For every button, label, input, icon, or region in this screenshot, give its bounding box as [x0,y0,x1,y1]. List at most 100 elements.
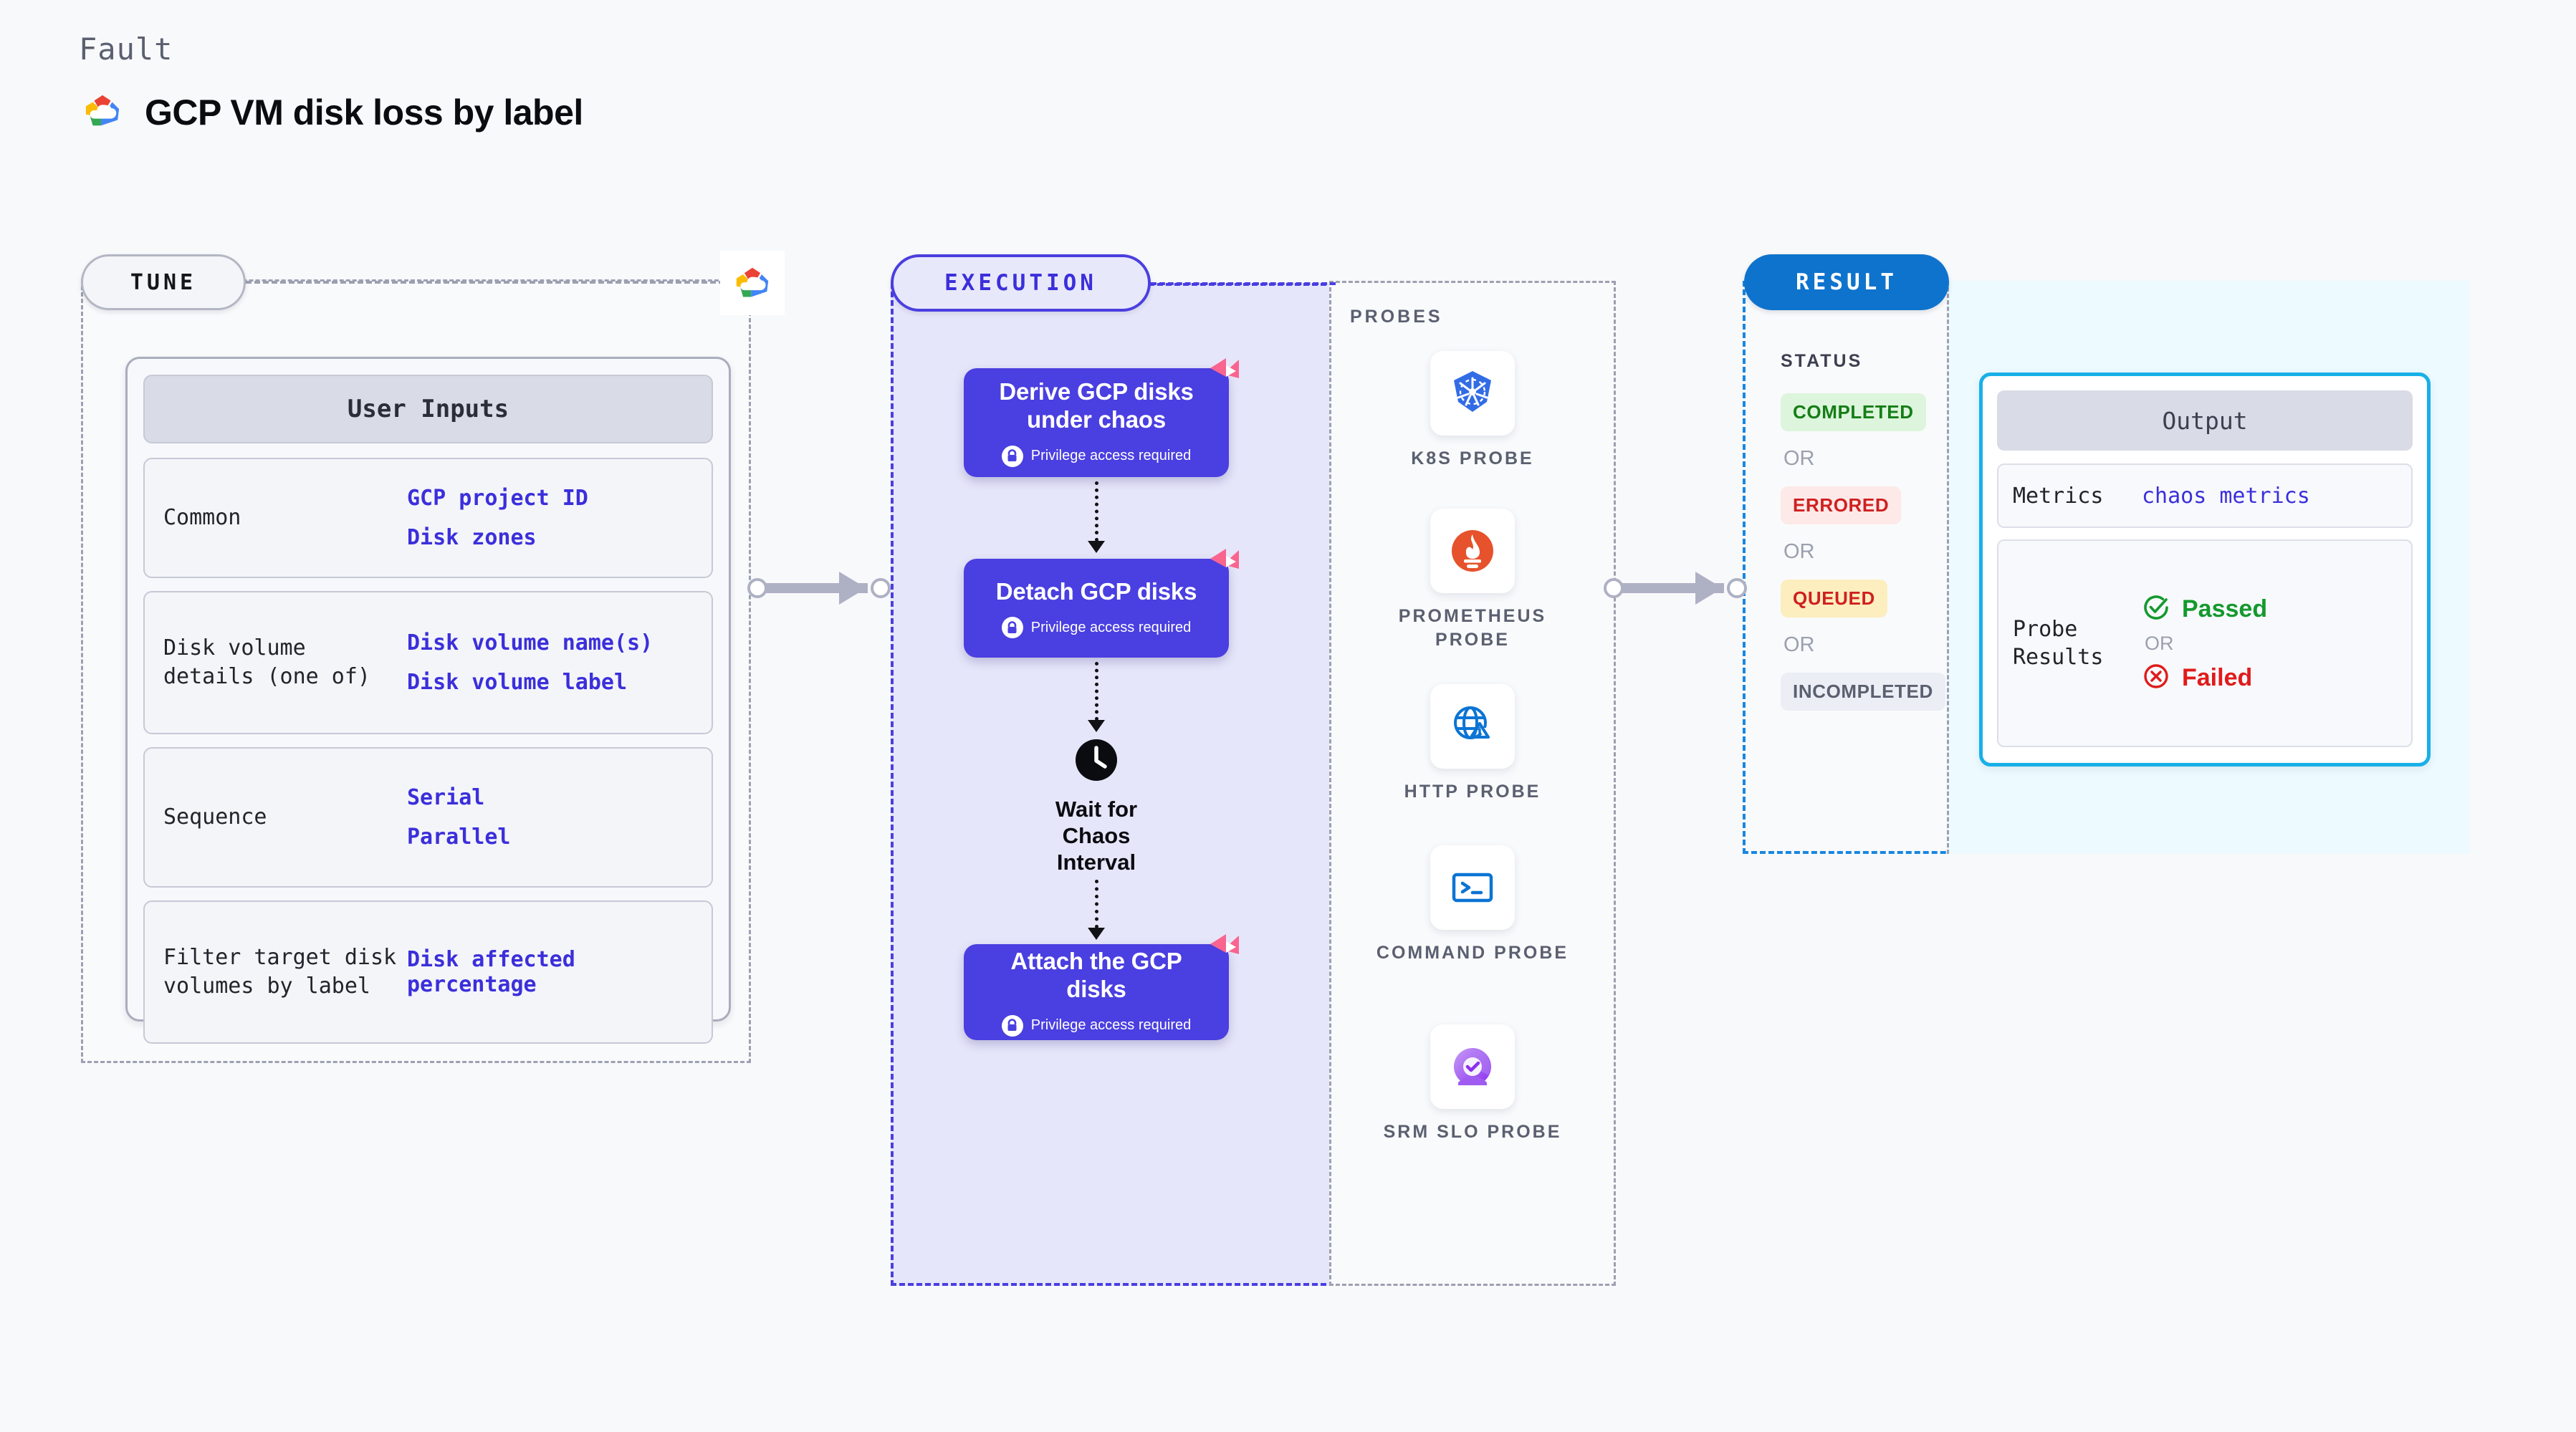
status-badge-queued[interactable]: QUEUED [1781,580,1931,618]
input-row-key: Common [163,505,241,531]
litmus-chaos-icon [1205,352,1245,396]
input-row-key: Filter target disk volumes by label [163,945,397,999]
prometheus-icon [1430,509,1515,593]
privilege-note-text: Privilege access required [1030,1017,1192,1034]
probe-label: SRM SLO PROBE [1383,1122,1562,1142]
output-metrics-value[interactable]: chaos metrics [2142,483,2310,509]
gcp-logo-icon [80,92,125,133]
status-or-separator: OR [1783,447,1815,470]
input-value[interactable]: Disk volume label [407,670,628,695]
probe-item-command[interactable]: COMMAND PROBE [1372,845,1573,965]
probe-item-http[interactable]: HTTP PROBE [1372,684,1573,804]
status-badge-completed[interactable]: COMPLETED [1781,393,1931,431]
probe-result-failed-label: Failed [2182,663,2253,691]
status-badge-label: COMPLETED [1781,393,1926,431]
input-value[interactable]: Disk affected percentage [407,947,575,997]
result-section-pill[interactable]: RESULT [1744,254,1949,310]
status-or-separator: OR [1783,633,1815,656]
kubernetes-icon [1430,351,1515,436]
page-eyebrow: Fault [79,32,173,67]
execution-wait-node[interactable]: Wait for Chaos Interval [1039,738,1154,876]
page-title: GCP VM disk loss by label [145,92,583,133]
probe-item-prometheus[interactable]: PROMETHEUS PROBE [1372,509,1573,651]
execution-section-pill[interactable]: EXECUTION [891,254,1151,312]
probe-label: PROMETHEUS PROBE [1398,606,1547,650]
status-badge-incompleted[interactable]: INCOMPLETED [1781,673,1945,711]
litmus-chaos-icon [1205,928,1245,972]
input-value[interactable]: Parallel [407,825,511,850]
page-title-row: GCP VM disk loss by label [80,92,583,133]
status-badge-label: ERRORED [1781,486,1902,524]
input-row-values: GCP project ID Disk zones [407,486,588,550]
probe-item-k8s[interactable]: K8S PROBE [1372,351,1573,471]
status-or-separator: OR [1783,540,1815,563]
output-row-metrics[interactable]: Metrics chaos metrics [1997,463,2413,528]
step-title: Attach the GCP disks [1010,948,1182,1002]
input-value[interactable]: Disk volume name(s) [407,630,653,655]
probe-label: COMMAND PROBE [1376,943,1569,963]
wait-node-label: Wait for Chaos Interval [1055,797,1138,875]
connector-tune-to-execution [747,572,891,605]
clock-icon [1074,738,1119,786]
lock-icon [1001,445,1023,467]
privilege-note: Privilege access required [1001,1014,1192,1037]
execution-step-derive-gcp-disks[interactable]: Derive GCP disks under chaos Privilege a… [964,358,1239,477]
input-value[interactable]: GCP project ID [407,486,588,511]
litmus-chaos-icon [1205,543,1245,587]
privilege-note-text: Privilege access required [1030,448,1192,464]
status-heading: STATUS [1781,351,1863,371]
terminal-icon [1430,845,1515,930]
probe-item-srm-slo[interactable]: SRM SLO PROBE [1372,1024,1573,1144]
status-badge-errored[interactable]: ERRORED [1781,486,1931,524]
execution-step-attach-gcp-disks[interactable]: Attach the GCP disks Privilege access re… [964,934,1239,1040]
probe-result-passed: Passed [2142,593,2267,625]
probe-label: HTTP PROBE [1404,782,1541,802]
result-status-column: STATUS COMPLETED OR ERRORED OR QUEUED OR… [1781,351,1945,711]
output-card: Output Metrics chaos metrics Probe Resul… [1979,373,2431,767]
user-input-row-sequence[interactable]: Sequence Serial Parallel [143,747,713,888]
x-circle-icon [2142,662,2170,694]
input-row-key: Disk volume details (one of) [163,635,370,689]
srm-slo-icon [1430,1024,1515,1109]
execution-step-detach-gcp-disks[interactable]: Detach GCP disks Privilege access requir… [964,549,1239,658]
privilege-note-text: Privilege access required [1030,619,1192,635]
input-row-key: Sequence [163,804,267,830]
check-circle-icon [2142,593,2170,625]
probe-result-failed: Failed [2142,662,2267,694]
probe-result-options: Passed OR Failed [2142,593,2267,694]
user-inputs-title: User Inputs [143,375,713,443]
step-connector-arrow [1084,880,1109,940]
lock-icon [1001,617,1023,639]
output-title: Output [1997,390,2413,451]
probe-label: K8S PROBE [1411,448,1534,468]
step-connector-arrow [1084,481,1109,553]
output-row-key: Metrics [2013,483,2104,509]
user-input-row-filter-by-label[interactable]: Filter target disk volumes by label Disk… [143,900,713,1044]
input-value[interactable]: Disk zones [407,525,537,550]
probe-result-or: OR [2145,632,2174,654]
output-row-key: Probe Results [2013,617,2104,670]
input-row-values: Serial Parallel [407,785,511,850]
status-badge-label: QUEUED [1781,580,1887,618]
tune-gcp-badge-icon [720,251,785,315]
step-title: Derive GCP disks under chaos [999,378,1194,433]
input-row-values: Disk affected percentage [407,947,700,997]
output-row-probe-results: Probe Results Passed OR [1997,539,2413,747]
user-inputs-card: User Inputs Common GCP project ID Disk z… [125,357,731,1044]
input-value[interactable]: Serial [407,785,485,810]
privilege-note: Privilege access required [1001,445,1192,467]
tune-leader-line [246,281,733,284]
privilege-note: Privilege access required [1001,617,1192,639]
probes-section-frame [1329,281,1616,1286]
step-connector-arrow [1084,662,1109,732]
user-input-row-common[interactable]: Common GCP project ID Disk zones [143,458,713,578]
probe-result-passed-label: Passed [2182,595,2268,623]
status-badge-label: INCOMPLETED [1781,673,1945,711]
step-title: Detach GCP disks [995,577,1197,605]
lock-icon [1001,1014,1023,1037]
user-input-row-disk-volume-details[interactable]: Disk volume details (one of) Disk volume… [143,591,713,734]
tune-section-pill[interactable]: TUNE [81,254,246,310]
execution-leader-line [1151,282,1336,285]
input-row-values: Disk volume name(s) Disk volume label [407,630,653,695]
